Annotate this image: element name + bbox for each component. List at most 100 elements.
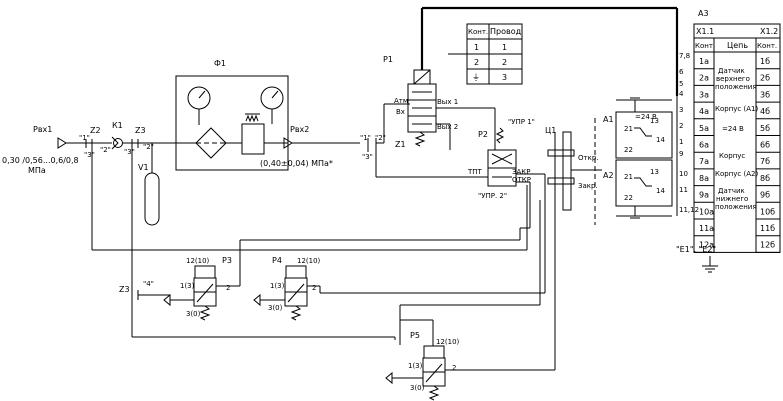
svg-text:Р4: Р4 [272, 256, 282, 265]
svg-text:Цепь: Цепь [727, 41, 748, 50]
svg-text:13: 13 [650, 117, 659, 125]
svg-text:3(0): 3(0) [268, 304, 283, 312]
svg-text:"3": "3" [124, 148, 135, 156]
svg-text:положения: положения [715, 83, 757, 91]
svg-text:1(3): 1(3) [180, 282, 195, 290]
svg-text:3: 3 [502, 73, 507, 82]
svg-text:3(0): 3(0) [410, 384, 425, 392]
svg-text:Z3: Z3 [119, 285, 130, 294]
connector-z1: Z1 "1" "2" "3" [360, 103, 410, 161]
wire-table: Конт. Провод 1 1 2 2 ⏚ 3 [448, 23, 523, 85]
svg-text:"3": "3" [362, 153, 373, 161]
filter-element-icon [195, 127, 227, 159]
a3-right-contact: 4б [760, 107, 770, 116]
svg-text:21: 21 [624, 173, 633, 181]
a3-pin-number: 9 [679, 150, 683, 158]
a3-right-contact: 12б [760, 241, 775, 250]
valve-p2: Р2 "УПР 1" ТПТ ЗАКР ОТКР "УПР. 2" [375, 118, 546, 293]
a3-pin-number: 4 [679, 90, 684, 98]
svg-text:Вых 1: Вых 1 [437, 98, 458, 106]
svg-text:"2": "2" [375, 134, 386, 142]
a3-right-contact: 9б [760, 191, 770, 200]
svg-text:Датчик: Датчик [718, 187, 745, 195]
svg-text:2: 2 [452, 364, 456, 372]
a3-left-contact: 10а [699, 207, 714, 216]
svg-text:ТПТ: ТПТ [467, 168, 483, 176]
svg-text:X1.1: X1.1 [696, 27, 714, 36]
a3-right-contact: 11б [760, 224, 775, 233]
a3-right-contact: 7б [760, 157, 770, 166]
svg-text:V1: V1 [138, 163, 149, 172]
inlet-pressure: 0,30 /0,56...0,6/0,8 [2, 156, 79, 165]
svg-text:Р3: Р3 [222, 256, 232, 265]
a3-pin-number: 2 [679, 122, 683, 130]
svg-text:А3: А3 [698, 9, 709, 18]
receiver-v1: V1 [138, 143, 160, 226]
svg-text:X1.2: X1.2 [760, 27, 778, 36]
filter-pressure: (0,40±0,04) МПа* [260, 159, 333, 168]
svg-text:К1: К1 [112, 121, 123, 130]
svg-text:"Е1", "Е2": "Е1", "Е2" [676, 245, 716, 254]
svg-text:22: 22 [624, 146, 633, 154]
a3-pin-number: 7,8 [679, 52, 690, 60]
filter-box [175, 75, 289, 171]
svg-text:Корпус (А2): Корпус (А2) [715, 170, 758, 178]
svg-text:"4": "4" [143, 280, 154, 288]
a3-right-contact: 3б [760, 90, 770, 99]
a3-left-contact: 6а [699, 141, 709, 150]
a3-pin-number: 6 [679, 68, 684, 76]
svg-text:14: 14 [656, 136, 665, 144]
sensor-a2: А2 21 22 13 14 [603, 159, 673, 219]
svg-text:Откр.: Откр. [578, 154, 598, 162]
a3-pin-number: 3 [679, 106, 683, 114]
a3-pin-number: 10 [679, 170, 688, 178]
a3-left-contact: 4а [699, 107, 709, 116]
a3-pin-number: 1 [679, 138, 683, 146]
svg-text:"1": "1" [360, 134, 371, 142]
svg-text:"2": "2" [100, 146, 111, 154]
inlet-label: Pвх1 [33, 125, 52, 134]
svg-text:Закр.: Закр. [578, 182, 598, 190]
valve-p3: Р3 12(10) 1(3) 2 3(0) [163, 240, 241, 321]
svg-text:положения: положения [715, 203, 757, 211]
spring-icon [414, 131, 426, 147]
svg-text:Конт.: Конт. [695, 42, 715, 50]
svg-text:Вх: Вх [396, 108, 405, 116]
a3-table-frame [693, 51, 781, 253]
a3-left-contact: 5а [699, 124, 709, 133]
svg-text:=24 В: =24 В [635, 113, 657, 121]
ground: "Е1", "Е2" [676, 245, 718, 273]
p2-label: Р2 [478, 130, 488, 139]
svg-text:2: 2 [312, 284, 316, 292]
filter-label: Ф1 [214, 59, 226, 68]
a3-left-contact: 12а [699, 241, 714, 250]
svg-text:А1: А1 [603, 115, 614, 124]
svg-text:Вых 2: Вых 2 [437, 123, 458, 131]
check-valve-icon [113, 138, 123, 148]
svg-text:12(10): 12(10) [297, 257, 321, 265]
svg-text:Z3: Z3 [135, 126, 146, 135]
filter-unit: Ф1 Pвх2 (0,40±0,04) МПа* [175, 59, 360, 171]
svg-text:верхнего: верхнего [716, 75, 750, 83]
a3-right-contact: 6б [760, 141, 770, 150]
svg-text:"УПР 1": "УПР 1" [508, 118, 535, 126]
valve-p5: Р5 12(10) 1(3) 2 3(0) [385, 331, 555, 401]
svg-text:"УПР. 2": "УПР. 2" [478, 192, 507, 200]
inlet: Pвх1 0,30 /0,56...0,6/0,8 МПа [2, 125, 112, 175]
svg-text:Конт.: Конт. [468, 28, 488, 36]
cylinder-label: Ц1 [545, 126, 556, 135]
svg-text:Z1: Z1 [395, 140, 406, 149]
a3-pin-number: 11 [679, 186, 688, 194]
inlet-arrow-icon [57, 137, 67, 149]
svg-text:1(3): 1(3) [408, 362, 423, 370]
cylinder-c1: Ц1 Откр. Закр. [500, 118, 602, 370]
svg-text:Датчик: Датчик [718, 67, 745, 75]
svg-text:ОТКР: ОТКР [512, 176, 531, 184]
svg-text:"1": "1" [79, 134, 90, 142]
a3-pin-number: 11,12 [679, 206, 699, 214]
svg-text:2: 2 [474, 58, 479, 67]
